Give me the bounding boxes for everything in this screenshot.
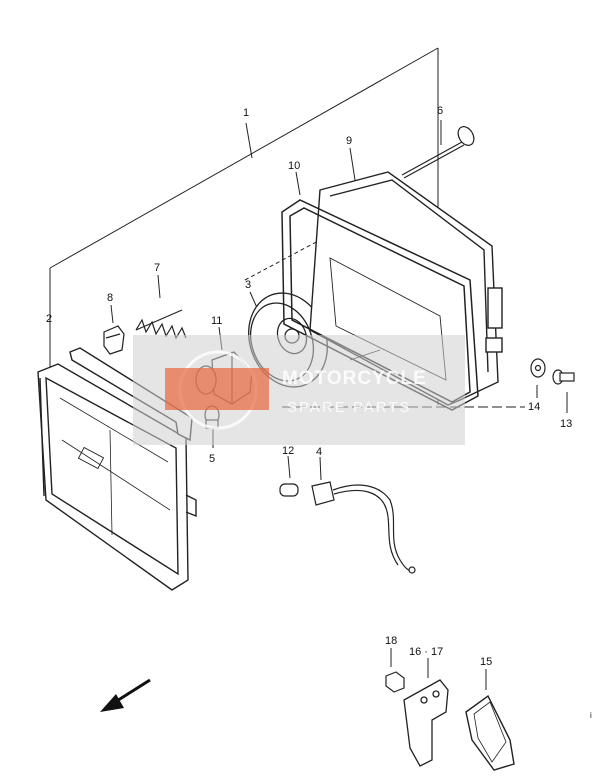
callout-18: 18	[385, 635, 397, 647]
corner-mark: i	[590, 711, 592, 720]
callout-9: 9	[346, 135, 352, 147]
callout-14: 14	[528, 401, 540, 413]
bracket-part-16-17	[403, 679, 449, 767]
callout-10: 10	[288, 160, 300, 172]
socket-wire-part-4	[311, 481, 416, 574]
spring-part-7	[135, 309, 187, 340]
callout-numbers: 1 2 3 4 5 6 7 8 9 10 11 12 13 14 15 16 ·…	[46, 105, 592, 720]
callout-15: 15	[480, 656, 492, 668]
screw-part-13	[552, 369, 575, 385]
callout-6: 6	[437, 105, 443, 117]
callout-7: 7	[154, 262, 160, 274]
bulb-part-12	[279, 483, 299, 497]
callout-4: 4	[316, 446, 322, 458]
callout-16-17: 16 · 17	[409, 646, 443, 658]
watermark: MOTORCYCLE SPARE PARTS	[133, 335, 465, 445]
callout-12: 12	[282, 445, 294, 457]
washer-part-14	[530, 358, 546, 378]
callout-2: 2	[46, 313, 52, 325]
callout-5: 5	[209, 453, 215, 465]
watermark-logo-box	[165, 368, 269, 410]
direction-arrow-icon	[100, 678, 151, 712]
clip-part-8	[103, 325, 125, 355]
callout-8: 8	[107, 292, 113, 304]
callout-13: 13	[560, 418, 572, 430]
reflector-part-15	[465, 694, 515, 771]
adjusting-screw-part-6	[401, 126, 475, 179]
nut-part-18	[385, 671, 405, 693]
callout-1: 1	[243, 107, 249, 119]
watermark-line2: SPARE PARTS	[287, 399, 412, 416]
watermark-line1: MOTORCYCLE	[282, 368, 427, 389]
callout-11: 11	[211, 315, 222, 327]
callout-3: 3	[245, 279, 251, 291]
